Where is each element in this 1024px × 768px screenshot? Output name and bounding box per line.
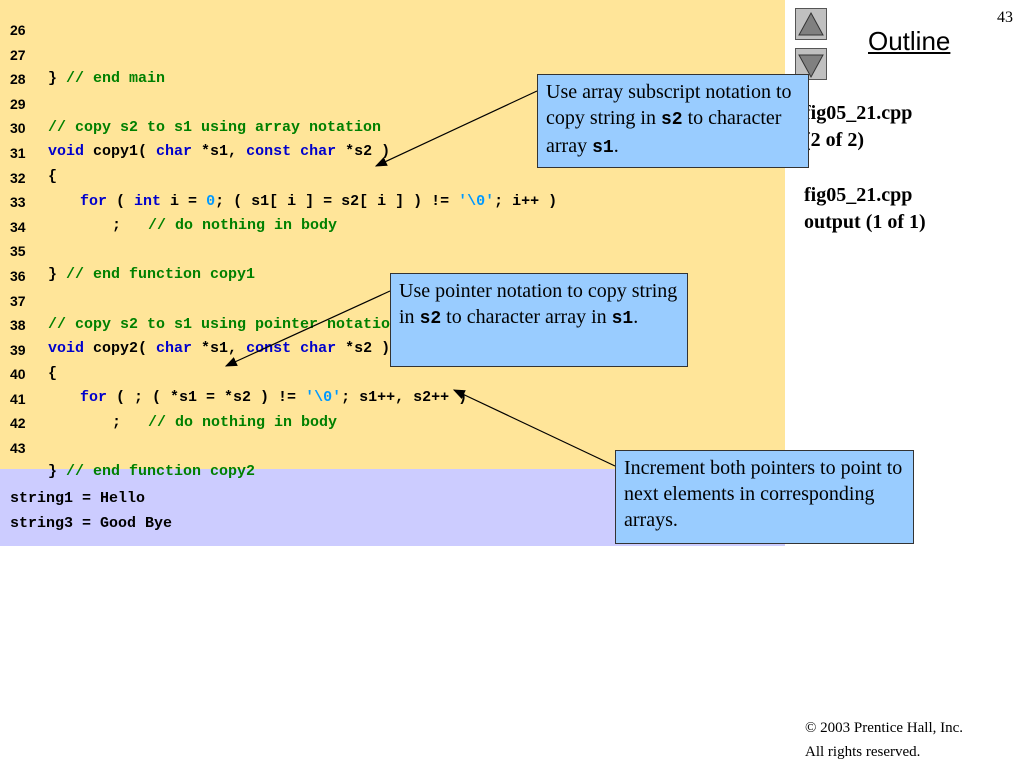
copyright-footer: © 2003 Prentice Hall, Inc. All rights re… — [805, 716, 963, 764]
code-line-40: for ( ; ( *s1 = *s2 ) != '\0'; s1++, s2+… — [80, 389, 468, 406]
copyright-line: © 2003 Prentice Hall, Inc. — [805, 720, 964, 736]
triangle-down-icon — [798, 54, 824, 79]
outline-title[interactable]: Outline — [868, 26, 951, 56]
page-number: 43 — [997, 9, 1013, 26]
code-line-30: void copy1( char *s1, const char *s2 ) — [48, 143, 391, 160]
file-label-code: fig05_21.cpp (2 of 2) — [804, 102, 913, 151]
code-line-31: { — [48, 168, 58, 185]
code-line-38: void copy2( char *s1, const char *s2 ) — [48, 340, 391, 357]
code-line-43: } // end function copy2 — [48, 463, 256, 480]
output-line-1: string1 = Hello — [10, 490, 146, 507]
callout-array-notation: Use array subscript notation to copy str… — [537, 74, 809, 168]
code-line-32: for ( int i = 0; ( s1[ i ] = s2[ i ] ) !… — [80, 193, 558, 210]
triangle-up-icon — [798, 11, 824, 36]
code-line-33: ; // do nothing in body — [112, 217, 338, 234]
code-line-29: // copy s2 to s1 using array notation — [48, 119, 382, 136]
output-line-2: string3 = Good Bye — [10, 515, 173, 532]
code-line-35: } // end function copy1 — [48, 266, 256, 283]
code-line-41: ; // do nothing in body — [112, 414, 338, 431]
code-line-39: { — [48, 365, 58, 382]
callout-pointer-notation: Use pointer notation to copy string in s… — [390, 273, 688, 367]
file-label-output: fig05_21.cpp output (1 of 1) — [804, 184, 926, 233]
previous-slide-button[interactable] — [795, 8, 827, 40]
code-line-37: // copy s2 to s1 using pointer notation — [48, 316, 400, 333]
callout-increment-pointers: Increment both pointers to point to next… — [615, 450, 914, 544]
rights-line: All rights reserved. — [805, 744, 921, 760]
code-line-27: } // end main — [48, 70, 166, 87]
